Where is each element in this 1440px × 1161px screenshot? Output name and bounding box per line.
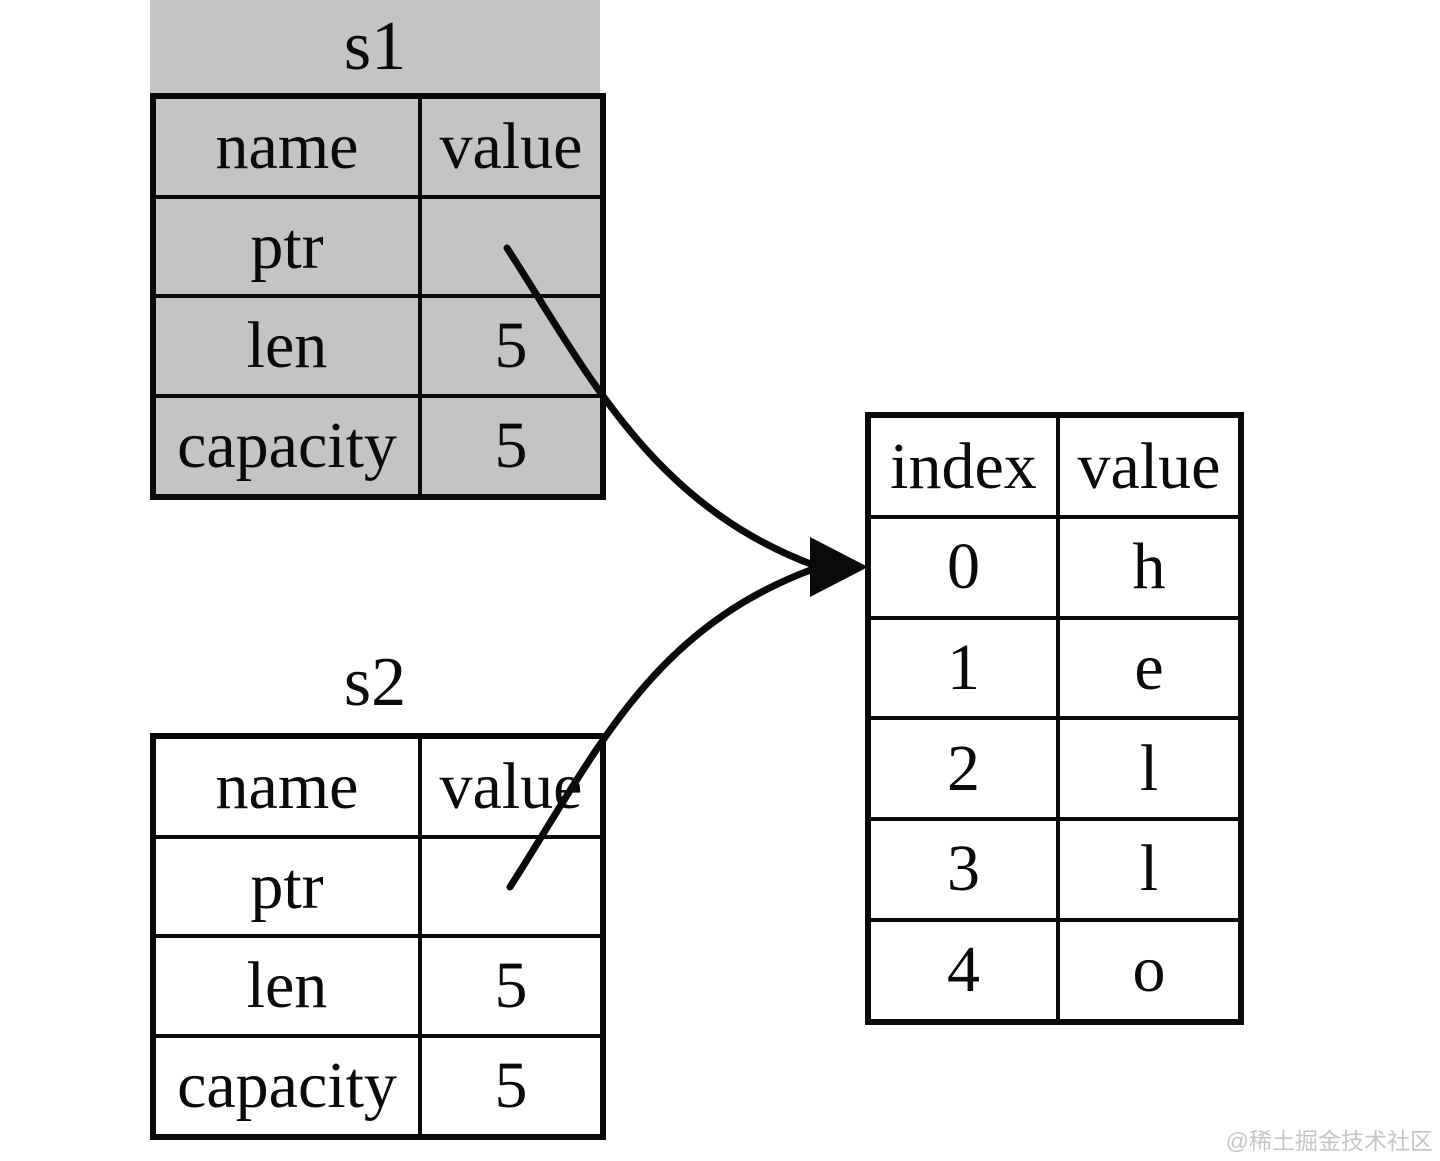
- s2-title: s2: [343, 644, 407, 721]
- heap-buffer-table: index value 0 h 1 e 2 l 3 l 4 o: [865, 412, 1244, 1025]
- heap-index-4: 4: [866, 917, 1060, 1025]
- s1-len-label: len: [151, 294, 422, 399]
- heap-row-2: 2 l: [866, 716, 1243, 822]
- heap-index-3: 3: [866, 817, 1060, 922]
- heap-value-1: e: [1056, 615, 1243, 721]
- heap-header-index: index: [866, 412, 1060, 520]
- s1-capacity-value: 5: [418, 394, 605, 499]
- s2-len-label: len: [151, 934, 422, 1039]
- watermark: @稀土掘金技术社区: [1225, 1128, 1433, 1154]
- heap-index-1: 1: [866, 615, 1060, 721]
- heap-row-4: 4 o: [866, 917, 1243, 1025]
- s1-ptr-label: ptr: [151, 194, 422, 299]
- heap-index-2: 2: [866, 716, 1060, 822]
- s2-struct-table: name value ptr len 5 capacity 5: [150, 733, 606, 1140]
- s2-row-len: len 5: [151, 934, 605, 1039]
- heap-header-value: value: [1056, 412, 1243, 520]
- s1-capacity-label: capacity: [151, 394, 422, 499]
- s2-len-value: 5: [418, 934, 605, 1039]
- s1-row-capacity: capacity 5: [151, 394, 605, 499]
- heap-row-1: 1 e: [866, 615, 1243, 721]
- s2-row-ptr: ptr: [151, 834, 605, 939]
- heap-value-3: l: [1056, 817, 1243, 922]
- s2-ptr-value: [418, 834, 605, 939]
- s2-ptr-label: ptr: [151, 834, 422, 939]
- s1-header-name: name: [151, 94, 422, 199]
- heap-value-4: o: [1056, 917, 1243, 1025]
- heap-index-0: 0: [866, 515, 1060, 620]
- heap-value-0: h: [1056, 515, 1243, 620]
- s2-header-name: name: [151, 734, 422, 839]
- s2-capacity-value: 5: [418, 1034, 605, 1139]
- arrowhead-icon: [810, 537, 868, 597]
- s1-ptr-value: [418, 194, 605, 299]
- s1-header-row: name value: [151, 94, 605, 199]
- s2-row-capacity: capacity 5: [151, 1034, 605, 1139]
- s1-len-value: 5: [418, 294, 605, 399]
- heap-value-2: l: [1056, 716, 1243, 822]
- heap-row-3: 3 l: [866, 817, 1243, 922]
- s1-row-len: len 5: [151, 294, 605, 399]
- s2-header-value: value: [418, 734, 605, 839]
- s1-struct-table: name value ptr len 5 capacity 5: [150, 93, 606, 500]
- heap-header-row: index value: [866, 412, 1243, 520]
- s1-header-value: value: [418, 94, 605, 199]
- s1-row-ptr: ptr: [151, 194, 605, 299]
- heap-row-0: 0 h: [866, 515, 1243, 620]
- s2-header-row: name value: [151, 734, 605, 839]
- s1-title: s1: [150, 0, 600, 93]
- s2-capacity-label: capacity: [151, 1034, 422, 1139]
